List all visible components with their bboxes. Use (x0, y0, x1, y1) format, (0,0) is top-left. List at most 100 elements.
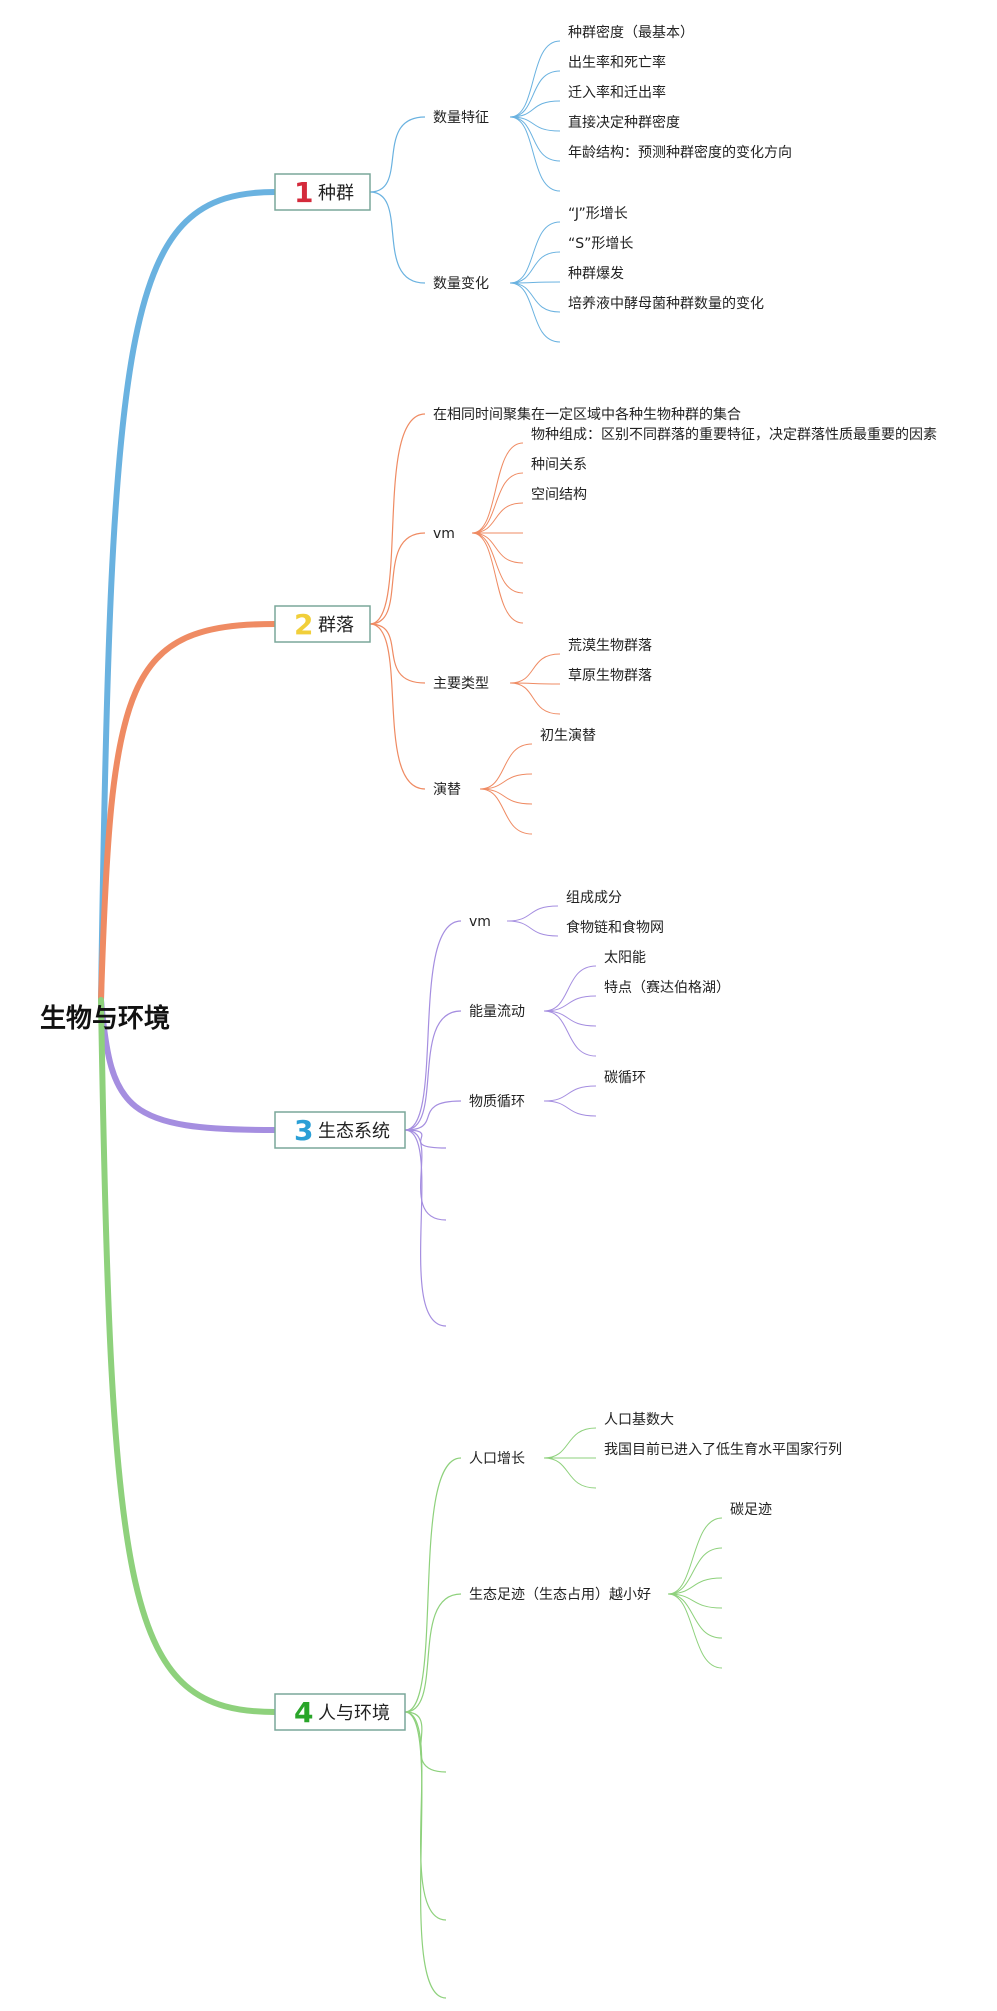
leaf-connector (509, 682, 561, 715)
leaf-connector (509, 653, 561, 684)
leaf-connector (509, 70, 561, 118)
leaf-connector (471, 532, 524, 564)
leaf-connector (471, 472, 524, 534)
leaf-connector (509, 221, 561, 284)
main-connector (98, 997, 278, 1715)
leaf-label[interactable]: 碳循环 (604, 1070, 646, 1086)
leaf-connector (667, 1547, 723, 1595)
leaf-label[interactable]: “J”形增长 (568, 206, 628, 222)
branch-box[interactable] (274, 173, 371, 211)
subtopic-label[interactable]: 能量流动 (469, 1004, 525, 1020)
subtopic-label[interactable]: 人口增长 (469, 1451, 525, 1467)
subtopic-label[interactable]: 数量特征 (433, 110, 489, 126)
branch-number: 3 (294, 1114, 313, 1147)
branch-box[interactable] (274, 1693, 406, 1731)
subtopic-label[interactable]: 生态足迹（生态占用）越小好 (469, 1587, 651, 1603)
branch-connectors (98, 40, 723, 1999)
main-connector (98, 621, 278, 1003)
sub-connector (404, 1711, 447, 1773)
branch-box[interactable] (274, 1111, 406, 1149)
leaf-label[interactable]: 特点（赛达伯格湖） (604, 980, 730, 996)
leaf-label[interactable]: 培养液中酵母菌种群数量的变化 (568, 296, 764, 312)
branch-number: 4 (294, 1696, 313, 1729)
leaf-label[interactable]: 食物链和食物网 (566, 919, 664, 936)
subtopic-label[interactable]: 物质循环 (469, 1094, 525, 1110)
sub-connector (404, 1711, 447, 1921)
leaf-connector (543, 1085, 597, 1102)
branch-number: 1 (294, 176, 313, 209)
leaf-label[interactable]: 草原生物群落 (568, 668, 652, 684)
leaf-connector (667, 1593, 723, 1609)
sub-connector (404, 1010, 462, 1131)
leaf-connector (543, 965, 597, 1012)
subtopic-label[interactable]: 演替 (433, 782, 461, 798)
sub-connector (369, 532, 426, 625)
sub-connector (404, 1457, 462, 1713)
leaf-label[interactable]: 碳足迹 (730, 1502, 772, 1518)
leaf-label[interactable]: 空间结构 (531, 487, 587, 503)
branch-label: 人与环境 (318, 1703, 390, 1724)
leaf-connector (471, 442, 524, 534)
leaf-connector (471, 532, 524, 624)
leaf-label[interactable]: 种群爆发 (568, 266, 624, 282)
subtopic-label[interactable]: vm (469, 914, 491, 930)
leaf-connector (509, 251, 561, 284)
leaf-label[interactable]: 出生率和死亡率 (568, 54, 666, 71)
leaf-label[interactable]: 物种组成：区别不同群落的重要特征，决定群落性质最重要的因素 (531, 427, 937, 443)
subtopic-label[interactable]: 主要类型 (433, 676, 489, 692)
leaf-connector (509, 282, 561, 343)
leaf-label[interactable]: 组成成分 (566, 890, 622, 906)
leaf-label[interactable]: 种群密度（最基本） (568, 24, 694, 41)
leaf-connector (509, 116, 561, 132)
leaf-label[interactable]: 人口基数大 (604, 1411, 674, 1428)
leaf-connector (543, 1010, 597, 1027)
leaf-connector (543, 1427, 597, 1459)
sub-connector (404, 1129, 447, 1327)
leaf-connector (479, 743, 533, 790)
leaf-connector (506, 920, 559, 937)
leaf-connector (509, 281, 561, 284)
sub-connector (404, 1711, 447, 1999)
leaf-label[interactable]: “S”形增长 (568, 236, 633, 252)
leaf-label[interactable]: 荒漠生物群落 (568, 638, 652, 654)
leaf-label[interactable]: 太阳能 (604, 950, 646, 966)
subtopic-label[interactable]: vm (433, 526, 455, 542)
leaf-connector (509, 116, 561, 162)
leaf-connector (667, 1517, 723, 1595)
sub-connector (369, 623, 426, 790)
leaf-connector (543, 1100, 597, 1117)
root-topic[interactable]: 生物与环境 (40, 1003, 170, 1034)
main-connector (98, 997, 278, 1133)
sub-connector (369, 623, 426, 684)
leaf-connector (509, 40, 561, 118)
leaf-connector (667, 1593, 723, 1669)
leaf-label[interactable]: 种间关系 (531, 457, 587, 473)
leaf-label[interactable]: 我国目前已进入了低生育水平国家行列 (604, 1441, 842, 1458)
sub-connector (369, 116, 426, 193)
sub-connector (404, 920, 462, 1131)
leaf-label[interactable]: 初生演替 (540, 727, 596, 744)
branch-label: 群落 (318, 615, 354, 636)
branch-box[interactable] (274, 605, 371, 643)
leaf-connector (506, 905, 559, 922)
leaf-connector (509, 282, 561, 313)
sub-connector (369, 191, 426, 284)
leaf-connector (471, 532, 524, 594)
leaf-connector (509, 116, 561, 192)
leaf-connector (509, 100, 561, 118)
leaf-label[interactable]: 年龄结构：预测种群密度的变化方向 (568, 144, 792, 161)
leaf-label[interactable]: 迁入率和迁出率 (568, 84, 666, 101)
subtopic-label[interactable]: 在相同时间聚集在一定区域中各种生物种群的集合 (433, 406, 741, 423)
leaf-connector (667, 1593, 723, 1639)
leaf-connector (471, 502, 524, 534)
sub-connector (404, 1593, 462, 1713)
leaf-connector (479, 788, 533, 835)
main-connector (98, 189, 278, 1003)
leaf-label[interactable]: 直接决定种群密度 (568, 114, 680, 131)
subtopic-label[interactable]: 数量变化 (433, 276, 489, 292)
